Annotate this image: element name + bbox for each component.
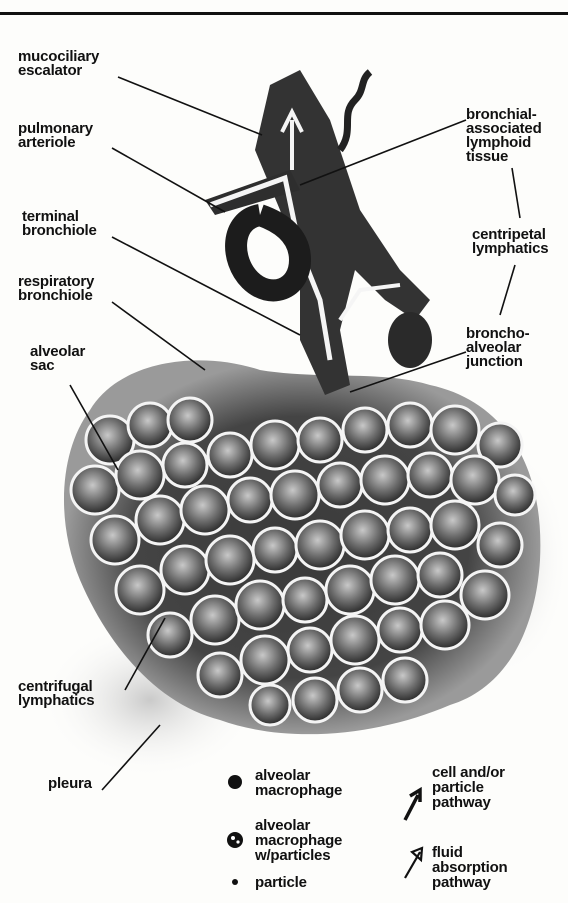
- label-pleura: pleura: [48, 777, 92, 791]
- leader-respiratory: [112, 302, 205, 370]
- macrophage-particles-icon: [227, 832, 243, 848]
- particle-icon: [232, 879, 238, 885]
- label-mucociliary-escalator: mucociliary escalator: [18, 50, 99, 78]
- legend-fluid-absorption-pathway: fluid absorption pathway: [432, 845, 508, 890]
- label-respiratory-bronchiole: respiratory bronchiole: [18, 275, 94, 303]
- label-bronchoalveolar-junction: broncho- alveolar junction: [466, 327, 529, 369]
- leader-mucociliary: [118, 77, 262, 135]
- cell-pathway-arrow-icon: [405, 790, 420, 820]
- label-centripetal-lymphatics: centripetal lymphatics: [472, 228, 548, 256]
- legend-alveolar-macrophage: alveolar macrophage: [255, 768, 342, 798]
- label-centrifugal-lymphatics: centrifugal lymphatics: [18, 680, 94, 708]
- leader-centripetal-bottom: [500, 265, 515, 315]
- lymphatic-wavy: [340, 72, 370, 150]
- leader-pulmonary: [112, 148, 225, 212]
- legend-alveolar-macrophage-particles: alveolar macrophage w/particles: [255, 818, 342, 863]
- fluid-pathway-arrow-icon: [405, 848, 422, 878]
- legend-cell-particle-pathway: cell and/or particle pathway: [432, 765, 505, 810]
- leader-centripetal-top: [512, 168, 520, 218]
- balt-blob: [388, 312, 432, 368]
- label-alveolar-sac: alveolar sac: [30, 345, 85, 373]
- label-pulmonary-arteriole: pulmonary arteriole: [18, 122, 93, 150]
- legend-particle: particle: [255, 875, 307, 890]
- pulmonary-arteriole-shape: [236, 215, 300, 290]
- label-bronchial-associated-lymphoid-tissue: bronchial- associated lymphoid tissue: [466, 108, 542, 164]
- alveolar-macrophage-icon: [228, 775, 242, 789]
- label-terminal-bronchiole: terminal bronchiole: [22, 210, 97, 238]
